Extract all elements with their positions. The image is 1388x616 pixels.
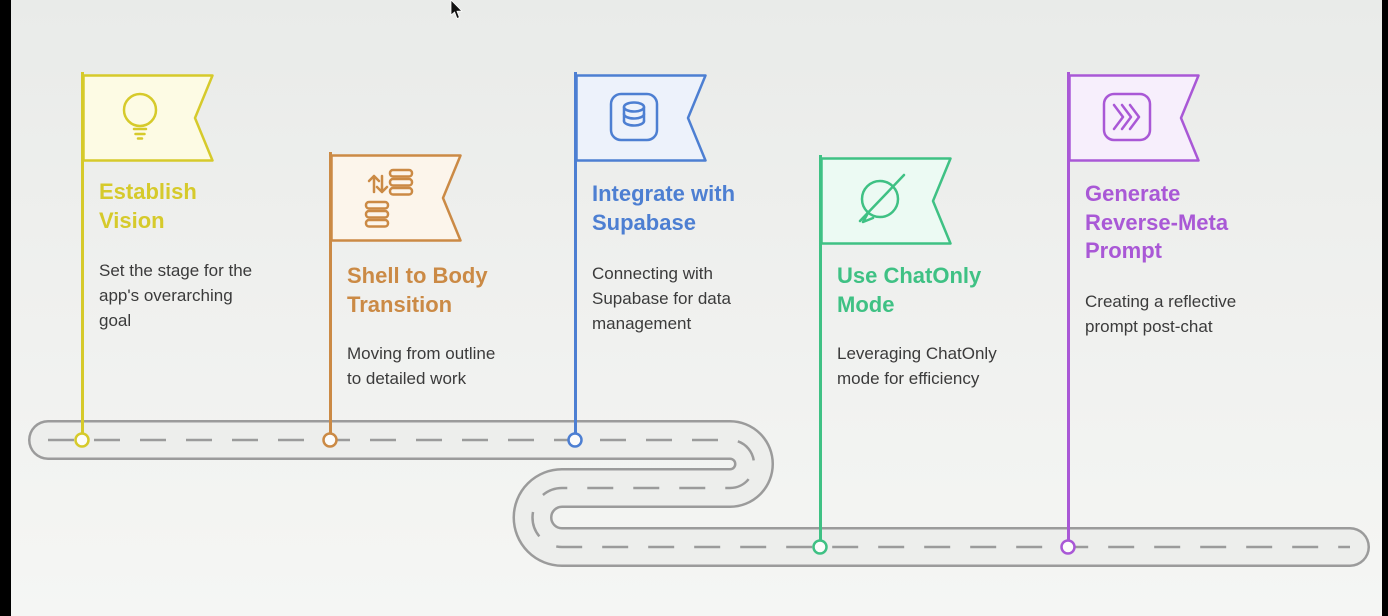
right-black-bar bbox=[1382, 0, 1388, 616]
flag-establish-vision bbox=[82, 74, 214, 162]
database-icon bbox=[609, 92, 659, 142]
road-node bbox=[322, 432, 338, 448]
milestone-title: Integrate with Supabase bbox=[592, 181, 736, 235]
road-node bbox=[74, 432, 90, 448]
road-center-dashes bbox=[48, 438, 1350, 549]
left-black-bar bbox=[0, 0, 11, 616]
milestone-title: Establish Vision bbox=[99, 179, 197, 233]
lightbulb-icon bbox=[122, 92, 158, 140]
flag-reverse-meta-prompt bbox=[1068, 74, 1200, 162]
milestone-title: Generate Reverse-Meta Prompt bbox=[1085, 181, 1229, 264]
flag-pole bbox=[573, 72, 577, 440]
road-surface bbox=[30, 422, 1368, 565]
flag-pole bbox=[328, 152, 332, 440]
milestone-title: Shell to Body Transition bbox=[347, 263, 488, 317]
sync-database-icon bbox=[364, 168, 414, 228]
flag-pole bbox=[80, 72, 84, 440]
flag-chatonly-mode bbox=[820, 157, 952, 245]
flag-integrate-supabase bbox=[575, 74, 707, 162]
milestone-description: Set the stage for the app's overarching … bbox=[99, 261, 253, 330]
mouse-cursor bbox=[450, 0, 463, 20]
chat-off-icon bbox=[858, 173, 906, 224]
road-node bbox=[812, 539, 828, 555]
road-node bbox=[1060, 539, 1076, 555]
flag-pole bbox=[818, 155, 822, 547]
milestone-description: Leveraging ChatOnly mode for efficiency bbox=[837, 344, 997, 388]
miro-boards-icon bbox=[1102, 92, 1152, 142]
milestone-description: Moving from outline to detailed work bbox=[347, 344, 496, 388]
flag-shell-to-body bbox=[330, 154, 462, 242]
milestone-description: Creating a reflective prompt post-chat bbox=[1085, 292, 1237, 336]
road-node bbox=[567, 432, 583, 448]
flag-pole bbox=[1066, 72, 1070, 547]
milestone-title: Use ChatOnly Mode bbox=[837, 263, 982, 317]
milestone-description: Connecting with Supabase for data manage… bbox=[592, 264, 731, 333]
